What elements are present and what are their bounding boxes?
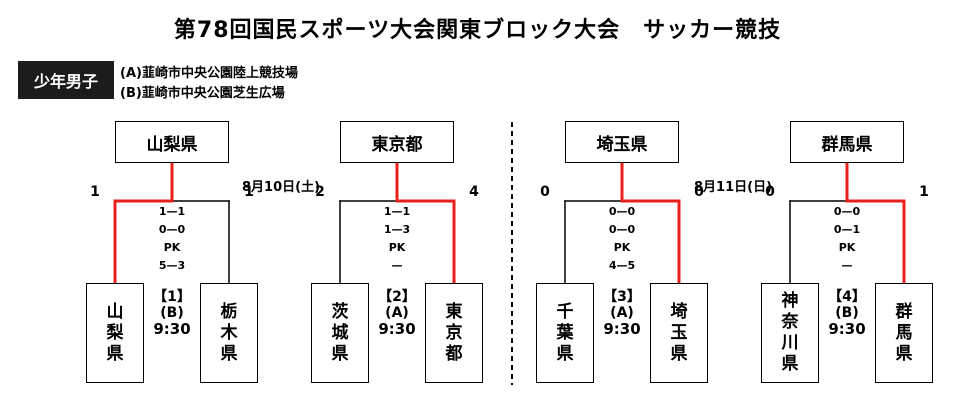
- match-number: 【4】: [828, 289, 866, 305]
- score-left: 0: [765, 184, 775, 200]
- team-char: 都: [445, 343, 463, 364]
- seed-team-box: 東京都: [340, 121, 454, 163]
- match-info: 【3】(A)9:30: [592, 289, 652, 337]
- team-char: 埼: [670, 301, 688, 322]
- team-char: 栃: [220, 301, 238, 322]
- team-char: 梨: [106, 322, 124, 343]
- team-box-left: 千葉県: [536, 283, 594, 383]
- team-char: 県: [556, 343, 574, 364]
- detail-line: PK: [163, 241, 181, 254]
- match-info: 【4】(B)9:30: [817, 289, 877, 337]
- score-right: 0: [694, 184, 704, 200]
- match-venue: (B): [160, 305, 184, 321]
- team-char: 川: [781, 333, 799, 353]
- detail-line: PK: [388, 241, 406, 254]
- team-char: 県: [670, 343, 688, 364]
- match-time: 9:30: [153, 320, 191, 338]
- team-box-left: 神奈川県: [761, 283, 819, 383]
- team-char: 茨: [331, 301, 349, 322]
- match-time: 9:30: [828, 320, 866, 338]
- detail-line: —: [841, 259, 853, 272]
- team-box-left: 茨城県: [311, 283, 369, 383]
- detail-line: —: [391, 259, 403, 272]
- team-char: 京: [445, 322, 463, 343]
- team-char: 山: [106, 301, 124, 322]
- score-right: 1: [244, 184, 254, 200]
- page-title: 第78回国民スポーツ大会関東ブロック大会 サッカー競技: [173, 18, 782, 43]
- detail-line: 1—3: [383, 223, 411, 236]
- team-box-right: 東京都: [425, 283, 483, 383]
- detail-line: 0—0: [608, 223, 636, 236]
- team-char: 県: [331, 343, 349, 364]
- team-box-right: 群馬県: [875, 283, 933, 383]
- category-badge: 少年男子: [18, 61, 114, 99]
- team-char: 千: [556, 301, 574, 322]
- detail-line: 0—1: [833, 223, 861, 236]
- match-number: 【1】: [153, 289, 191, 305]
- team-char: 県: [781, 354, 799, 374]
- match-time: 9:30: [378, 320, 416, 338]
- detail-line: PK: [838, 241, 856, 254]
- team-char: 葉: [556, 322, 574, 343]
- team-char: 神: [781, 291, 799, 311]
- match-time: 9:30: [603, 320, 641, 338]
- match-venue: (A): [610, 305, 634, 321]
- seed-team-box: 埼玉県: [565, 121, 679, 163]
- team-char: 県: [220, 343, 238, 364]
- team-char: 東: [445, 301, 463, 322]
- detail-line: 1—1: [158, 205, 186, 218]
- score-right: 4: [469, 184, 479, 200]
- score-left: 0: [540, 184, 550, 200]
- venue-b: (B)韮崎市中央公園芝生広場: [120, 86, 285, 101]
- venue-a: (A)韮崎市中央公園陸上競技場: [120, 66, 298, 81]
- match-info: 【1】(B)9:30: [142, 289, 202, 337]
- score-right: 1: [919, 184, 929, 200]
- match-info: 【2】(A)9:30: [367, 289, 427, 337]
- detail-line: 1—1: [383, 205, 411, 218]
- detail-line: 0—0: [158, 223, 186, 236]
- detail-line: PK: [613, 241, 631, 254]
- team-char: 群: [895, 301, 913, 322]
- team-char: 県: [895, 343, 913, 364]
- match-number: 【3】: [603, 289, 641, 305]
- score-left: 2: [315, 184, 325, 200]
- match-venue: (A): [385, 305, 409, 321]
- team-char: 木: [220, 322, 238, 343]
- date-day2: 8月11日(日): [694, 180, 773, 195]
- team-char: 馬: [895, 322, 913, 343]
- match-venue: (B): [835, 305, 859, 321]
- match-number: 【2】: [378, 289, 416, 305]
- detail-line: 0—0: [608, 205, 636, 218]
- detail-line: 4—5: [608, 259, 636, 272]
- detail-line: 0—0: [833, 205, 861, 218]
- seed-team-box: 山梨県: [115, 121, 229, 163]
- team-box-left: 山梨県: [86, 283, 144, 383]
- team-char: 玉: [670, 322, 688, 343]
- team-char: 県: [106, 343, 124, 364]
- score-left: 1: [90, 184, 100, 200]
- team-box-right: 埼玉県: [650, 283, 708, 383]
- team-box-right: 栃木県: [200, 283, 258, 383]
- team-char: 城: [331, 322, 349, 343]
- seed-team-box: 群馬県: [790, 121, 904, 163]
- detail-line: 5—3: [158, 259, 186, 272]
- team-char: 奈: [781, 312, 799, 332]
- date-day1: 8月10日(土): [242, 180, 321, 195]
